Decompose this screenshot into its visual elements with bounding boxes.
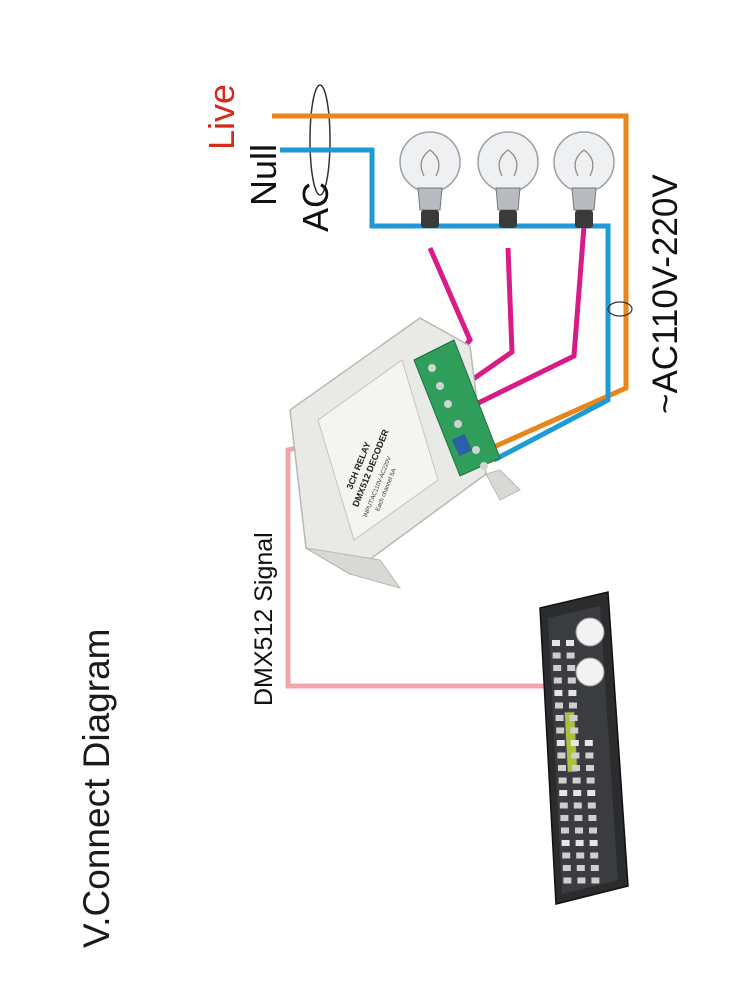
console-button <box>560 815 569 821</box>
ac-cable-bundle <box>309 84 331 196</box>
console-button <box>558 765 566 771</box>
output-cable-bundle <box>607 301 633 317</box>
console-button <box>556 727 565 734</box>
console-button <box>553 665 562 671</box>
console-button <box>568 690 577 696</box>
console-button <box>585 752 594 759</box>
console-button <box>591 877 600 884</box>
console-button <box>559 802 568 809</box>
console-button <box>561 840 570 846</box>
console-button <box>569 702 577 709</box>
console-button <box>571 752 580 759</box>
console-button <box>575 840 584 846</box>
live-label: Live <box>201 83 242 150</box>
dmx-signal-label: DMX512 Signal <box>250 532 278 706</box>
console-button <box>566 652 575 659</box>
live-wire <box>272 113 629 457</box>
console-button <box>559 790 568 796</box>
console-button <box>573 802 582 809</box>
console-button <box>577 877 586 884</box>
page-title: V.Connect Diagram <box>76 628 117 948</box>
console-button <box>558 777 567 784</box>
console-button <box>552 652 561 659</box>
relay-decoder-icon: 3CH RELAY DMX512 DECODER INPUT:AC110V-AC… <box>289 317 521 589</box>
console-button <box>572 777 581 784</box>
console-button <box>557 752 566 759</box>
console-button <box>584 740 593 746</box>
console-button <box>570 727 579 734</box>
console-button <box>574 815 583 821</box>
console-button <box>569 715 578 721</box>
console-button <box>589 827 597 834</box>
light-bulb-icon <box>477 131 539 228</box>
console-button <box>567 665 576 671</box>
load-wire-3 <box>454 225 587 417</box>
console-button <box>590 852 599 859</box>
console-button <box>566 640 574 646</box>
console-button <box>573 790 582 796</box>
console-button <box>576 865 585 871</box>
console-button <box>554 690 563 696</box>
console-button <box>555 702 563 709</box>
console-button <box>587 802 596 809</box>
null-wire <box>280 147 611 463</box>
console-button <box>588 815 597 821</box>
console-button <box>567 677 576 684</box>
console-button <box>586 777 595 784</box>
console-button <box>575 827 583 834</box>
console-button <box>576 852 585 859</box>
dmx-console-icon <box>539 591 629 905</box>
light-bulb-icon <box>553 131 615 228</box>
console-button <box>572 765 580 771</box>
console-button <box>563 877 572 884</box>
console-button <box>587 790 596 796</box>
console-button <box>555 715 564 721</box>
console-button <box>570 740 579 746</box>
console-button <box>590 865 599 871</box>
null-label: Null <box>243 143 284 206</box>
console-button <box>556 740 565 746</box>
voltage-label: ~AC110V-220V <box>646 174 685 414</box>
console-button <box>586 765 594 771</box>
ac-label: AC <box>295 181 336 232</box>
console-button <box>589 840 598 846</box>
console-button <box>552 640 560 646</box>
console-button <box>562 852 571 859</box>
console-button <box>553 677 562 684</box>
light-bulb-icon <box>399 131 461 228</box>
console-button <box>562 865 571 871</box>
console-button-grid <box>552 640 600 884</box>
console-button <box>561 827 569 834</box>
